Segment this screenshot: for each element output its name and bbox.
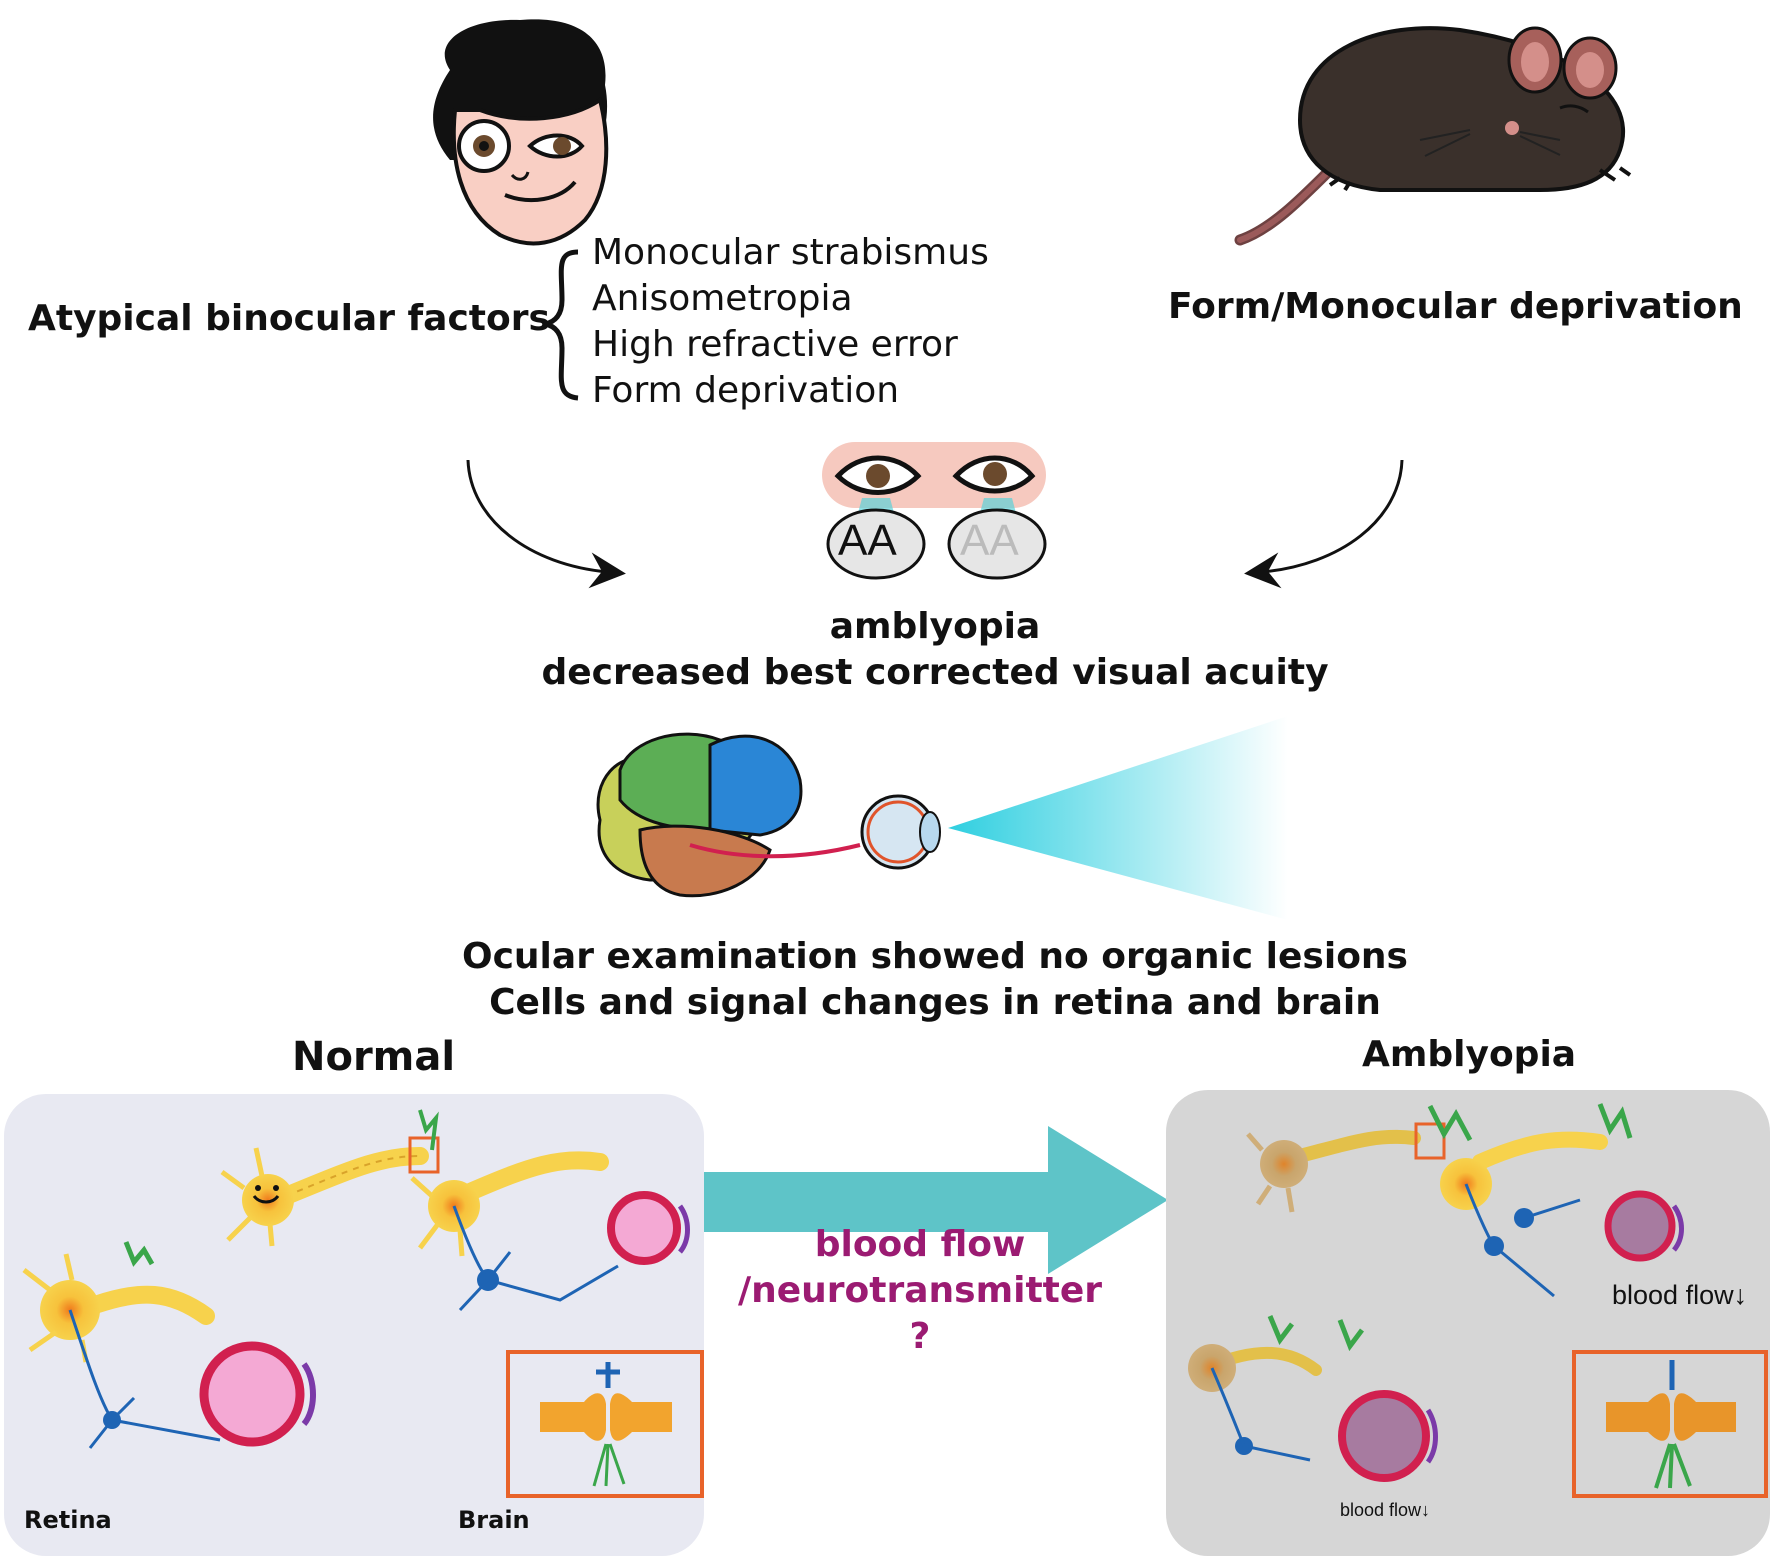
- mouse-icon: [1234, 26, 1632, 246]
- brain-eye-icon: [596, 716, 1288, 920]
- factor-list: Monocular strabismus Anisometropia High …: [592, 230, 989, 414]
- blood-flow-question: blood flow /neurotransmitter ?: [680, 1222, 1160, 1360]
- retina-label: Retina: [24, 1506, 112, 1534]
- arrow-right: [1244, 459, 1404, 589]
- factor-item: High refractive error: [592, 324, 958, 365]
- big-arrow: [704, 1126, 1168, 1274]
- amblyopia-title: amblyopia decreased best corrected visua…: [0, 604, 1772, 696]
- synapse-icon-amblyopia: [1572, 1350, 1768, 1498]
- normal-panel: [4, 1094, 704, 1556]
- amblyopia-label: amblyopia: [829, 606, 1041, 647]
- factor-item: Form deprivation: [592, 370, 900, 411]
- boy-face-icon: [433, 19, 609, 246]
- decreased-acuity-label: decreased best corrected visual acuity: [541, 652, 1329, 693]
- cells-changes-label: Cells and signal changes in retina and b…: [489, 982, 1381, 1023]
- atypical-factors-label: Atypical binocular factors: [28, 298, 550, 339]
- amblyopia-header: Amblyopia: [1362, 1034, 1577, 1075]
- form-deprivation-label: Form/Monocular deprivation: [1168, 286, 1743, 327]
- aa-clear-text: AA: [838, 516, 897, 565]
- factor-item: Anisometropia: [592, 278, 853, 319]
- neuron-icon: [22, 1136, 609, 1363]
- blood-flow-label: blood flow: [814, 1224, 1026, 1265]
- ocular-exam-block: Ocular examination showed no organic les…: [0, 934, 1772, 1026]
- normal-header: Normal: [292, 1034, 456, 1080]
- eyes-icon: [822, 442, 1047, 580]
- blood-flow-down-small-label: blood flow↓: [1340, 1500, 1431, 1520]
- brace: [544, 249, 579, 401]
- aa-blurred-text: AA: [960, 516, 1019, 565]
- question-mark: ?: [909, 1316, 931, 1357]
- arrow-left: [466, 459, 626, 589]
- synapse-icon: [506, 1350, 704, 1498]
- brain-label: Brain: [458, 1506, 530, 1534]
- glia-icon-amblyopia: [1210, 1103, 1633, 1462]
- ocular-exam-label: Ocular examination showed no organic les…: [461, 936, 1408, 977]
- blood-flow-down-label: blood flow↓: [1612, 1280, 1748, 1310]
- neurotransmitter-label: /neurotransmitter: [737, 1270, 1103, 1311]
- glia-icon: [68, 1109, 619, 1449]
- blood-vessel-icon: [199, 1191, 690, 1447]
- factor-item: Monocular strabismus: [592, 232, 989, 273]
- blood-vessel-icon-amblyopia: [1338, 1190, 1684, 1482]
